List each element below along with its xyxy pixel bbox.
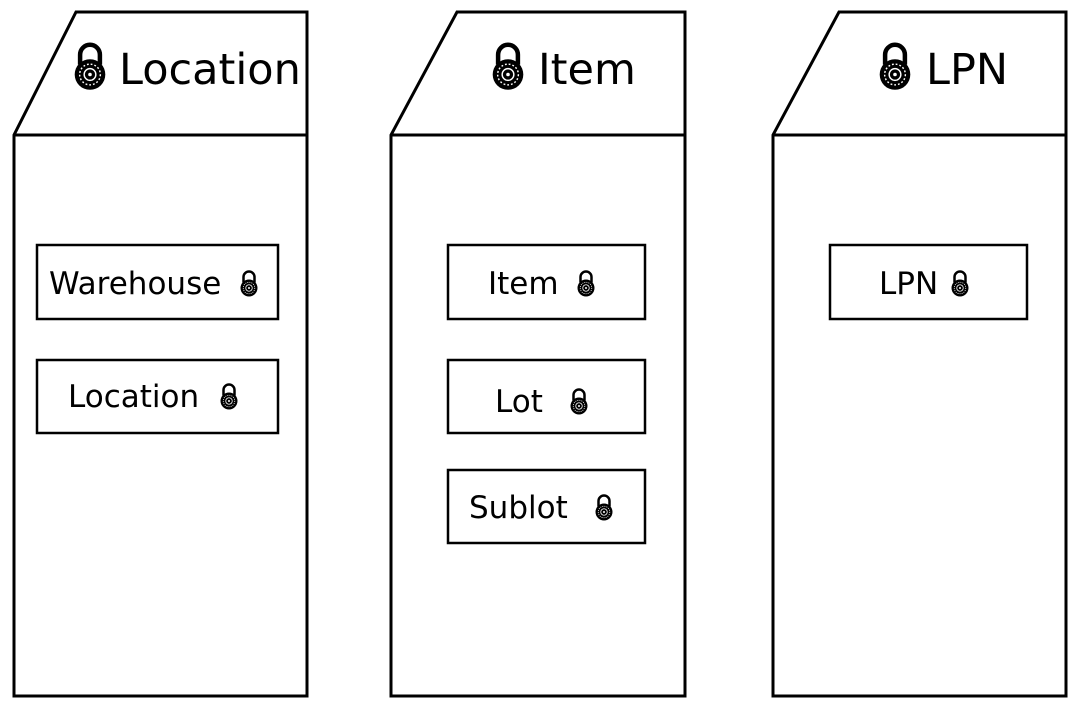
item-label: Warehouse: [49, 266, 221, 302]
item-label: LPN: [879, 266, 938, 302]
column-header-title: Item: [538, 45, 636, 95]
column-lpn-outline: [771, 10, 1068, 698]
item-box-outline: [828, 243, 1029, 321]
item-box-outline: [446, 358, 647, 435]
column-header-title: Location: [119, 45, 301, 95]
item-label: Lot: [495, 384, 543, 420]
item-label: Sublot: [469, 490, 568, 526]
item-box-outline: [35, 358, 280, 435]
item-box-lot: Lot: [446, 358, 647, 435]
column-item: Item Item Lot Sublot: [389, 10, 687, 698]
column-item-outline: [389, 10, 687, 698]
column-lpn: LPN LPN: [771, 10, 1068, 698]
column-header-title: LPN: [926, 45, 1008, 95]
item-box-outline: [446, 243, 647, 321]
item-box-location: Location: [35, 358, 280, 435]
column-location-outline: [12, 10, 309, 698]
item-box-outline: [446, 468, 647, 545]
item-box-item: Item: [446, 243, 647, 321]
item-box-outline: [35, 243, 280, 321]
item-label: Item: [488, 266, 559, 302]
item-box-lpn: LPN: [828, 243, 1029, 321]
item-label: Location: [68, 379, 199, 415]
item-box-warehouse: Warehouse: [35, 243, 280, 321]
column-location: Location Warehouse Location: [12, 10, 309, 698]
item-box-sublot: Sublot: [446, 468, 647, 545]
